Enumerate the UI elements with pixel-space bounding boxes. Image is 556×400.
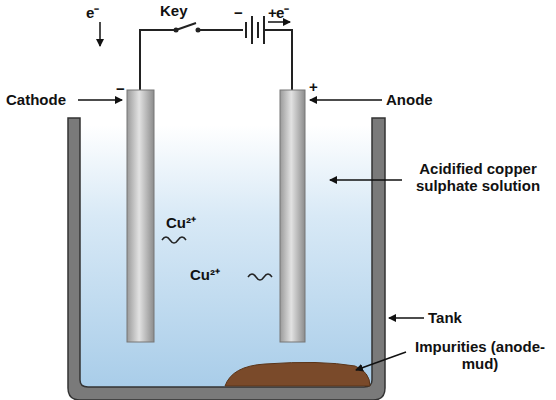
anode-mud bbox=[225, 362, 370, 386]
battery bbox=[245, 22, 247, 38]
electrode-label: Cathode bbox=[6, 91, 66, 108]
ion-label: Cu²⁺ bbox=[166, 214, 196, 231]
battery bbox=[251, 16, 253, 44]
ion-path bbox=[162, 237, 186, 243]
polarity-sign: + bbox=[268, 4, 277, 21]
wire bbox=[140, 30, 292, 90]
electron-arrow bbox=[268, 21, 290, 23]
battery bbox=[257, 22, 259, 38]
polarity-sign: + bbox=[309, 78, 318, 95]
solution-label: Acidified copper sulphate solution bbox=[405, 160, 551, 195]
ion-path bbox=[248, 274, 272, 280]
ion-label: Cu²⁺ bbox=[190, 266, 220, 283]
leader-arrow bbox=[330, 179, 402, 181]
leader-arrow bbox=[78, 99, 122, 101]
electron-arrow bbox=[99, 22, 101, 46]
anode-rod bbox=[280, 90, 305, 342]
cathode-rod bbox=[127, 90, 154, 342]
electrode-label: Anode bbox=[386, 91, 433, 108]
battery bbox=[263, 16, 265, 44]
tank bbox=[68, 118, 385, 400]
leader-arrow bbox=[389, 317, 424, 319]
tank-label: Tank bbox=[428, 309, 462, 326]
electron-label: e⁻ bbox=[86, 4, 99, 21]
leader-arrow bbox=[356, 352, 406, 370]
solution bbox=[80, 125, 372, 387]
leader-arrow bbox=[310, 99, 382, 101]
impurities-label: Impurities (anode-mud) bbox=[410, 338, 550, 373]
key-switch bbox=[196, 28, 201, 33]
electron-label: e⁻ bbox=[276, 4, 289, 21]
polarity-sign: − bbox=[234, 4, 243, 21]
key-switch bbox=[176, 23, 196, 30]
key-label: Key bbox=[160, 2, 188, 19]
polarity-sign: − bbox=[116, 80, 125, 97]
